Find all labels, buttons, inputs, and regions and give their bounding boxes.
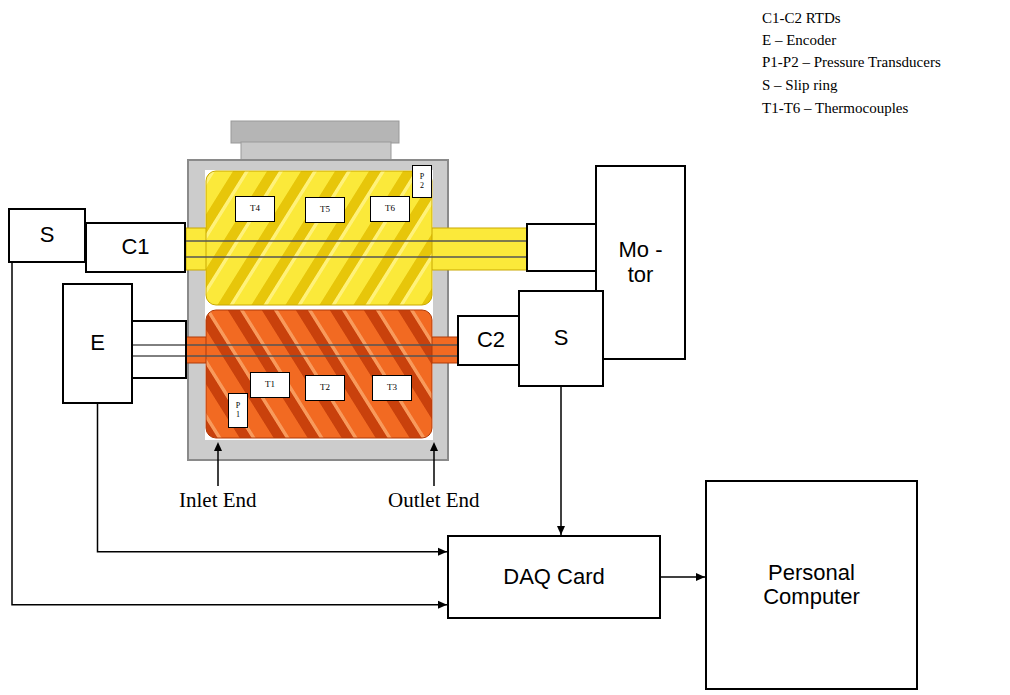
computer-box: Personal Computer <box>705 480 918 690</box>
box-label: Personal Computer <box>727 561 897 609</box>
mount-block <box>231 121 399 143</box>
thermocouple-box: T4 <box>235 196 275 222</box>
arrowhead <box>214 442 222 451</box>
signal-connector <box>560 387 562 535</box>
female-rotor <box>206 310 432 438</box>
thermocouple-box: T6 <box>370 196 410 222</box>
male-rotor <box>206 171 432 305</box>
box-label: P2 <box>418 173 426 191</box>
housing <box>188 160 448 460</box>
box-label: S <box>40 223 55 247</box>
motor-box: Mo -tor <box>595 165 686 360</box>
box-label: T6 <box>385 204 395 214</box>
slip-ring-box: S <box>8 208 86 263</box>
box-label: T5 <box>320 205 330 215</box>
legend-note: P1-P2 – Pressure Transducers <box>762 54 941 71</box>
housing-cavity <box>205 170 433 440</box>
slip-ring-box: S <box>518 290 604 387</box>
thermocouple-box: T5 <box>305 197 345 223</box>
shaft-line <box>132 356 186 357</box>
pressure-box: P1 <box>228 393 248 428</box>
motor-coupling <box>527 224 597 271</box>
box-label: DAQ Card <box>503 565 604 589</box>
shaft-line <box>186 256 532 258</box>
thermocouple-box: T2 <box>305 375 345 401</box>
signal-connector <box>661 576 705 578</box>
rtd-box: C1 <box>85 222 186 273</box>
box-label: C2 <box>477 328 505 352</box>
legend-note: S – Slip ring <box>762 77 837 94</box>
outlet-arrow <box>433 448 435 486</box>
rtd-box: C2 <box>457 315 525 366</box>
signal-connector <box>98 404 448 552</box>
box-label: S <box>554 326 569 350</box>
thermocouple-box: T3 <box>372 375 412 401</box>
legend-note: T1-T6 – Thermocouples <box>762 100 908 117</box>
inlet-arrow <box>217 448 219 486</box>
box-label: T1 <box>265 380 275 390</box>
encoder-box: E <box>62 283 133 404</box>
end-label: Inlet End <box>179 488 257 513</box>
signal-connector <box>12 263 447 605</box>
legend-note: C1-C2 RTDs <box>762 10 841 27</box>
pressure-box: P2 <box>412 165 432 198</box>
thermocouple-box: T1 <box>250 372 290 398</box>
legend-note: E – Encoder <box>762 32 836 49</box>
box-label: T2 <box>320 383 330 393</box>
daq-box: DAQ Card <box>447 535 661 619</box>
box-label: Mo -tor <box>615 238 667 286</box>
arrowhead <box>430 442 438 451</box>
box-label: P1 <box>234 402 242 420</box>
shaft-line <box>132 345 186 346</box>
encoder-coupling <box>132 321 186 378</box>
box-label: E <box>90 331 105 355</box>
end-label: Outlet End <box>388 488 480 513</box>
box-label: T3 <box>387 383 397 393</box>
box-label: T4 <box>250 204 260 214</box>
box-label: C1 <box>121 235 149 259</box>
shaft-line <box>186 240 532 242</box>
